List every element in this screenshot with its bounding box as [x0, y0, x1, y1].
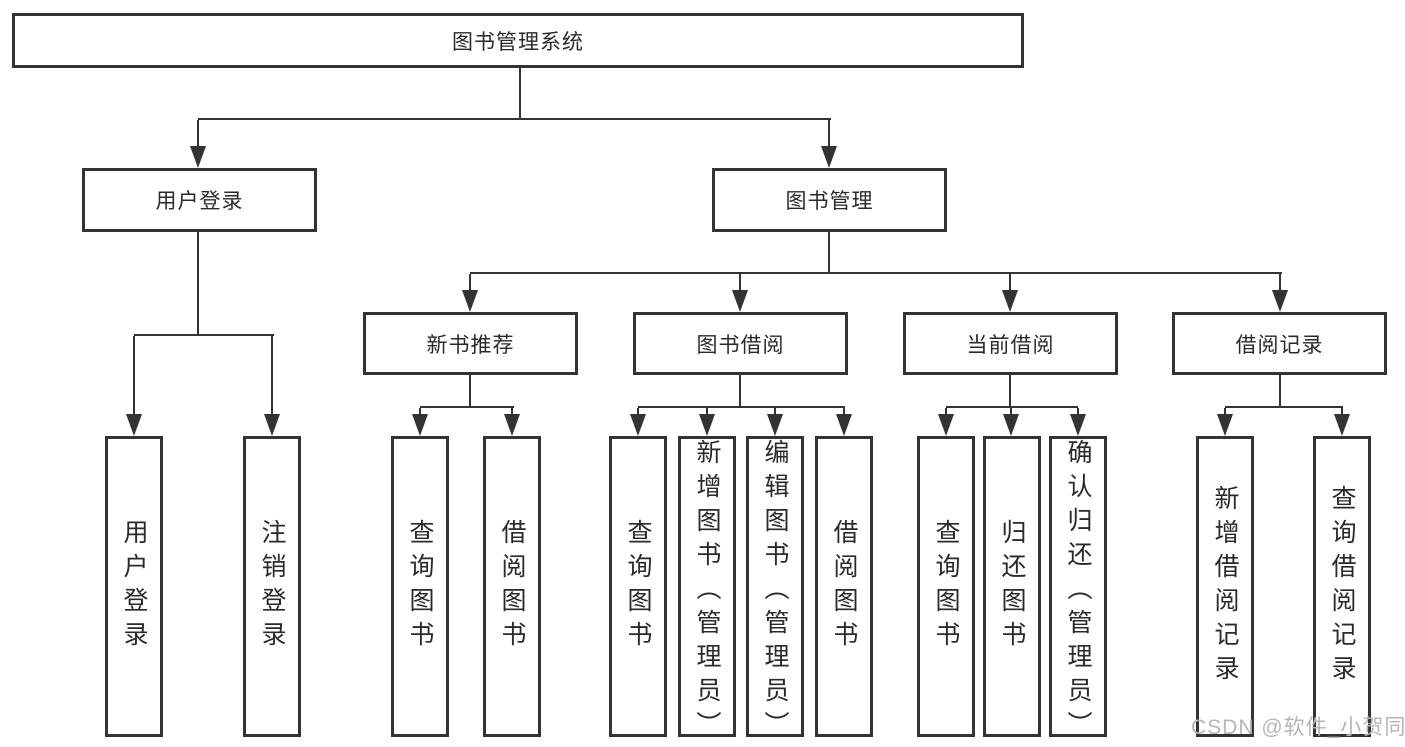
- arrow-down-icon: [264, 336, 280, 436]
- node-book-borrowing: 图书借阅: [633, 312, 848, 375]
- connector-line: [828, 232, 830, 273]
- arrow-down-icon: [938, 408, 954, 436]
- node-new-book-recommend: 新书推荐: [363, 312, 578, 375]
- arrow-down-icon: [699, 408, 715, 436]
- node-current-borrowing: 当前借阅: [903, 312, 1118, 375]
- arrow-down-icon: [412, 408, 428, 436]
- connector-line: [739, 375, 741, 407]
- node-borrowing-records: 借阅记录: [1172, 312, 1387, 375]
- leaf-return-books: 归还图书: [983, 436, 1041, 737]
- leaf-edit-books-admin: 编辑图书（管理员）: [746, 436, 804, 745]
- arrow-down-icon: [190, 120, 206, 168]
- leaf-query-borrow-record: 查询借阅记录: [1313, 436, 1371, 737]
- connector-line: [1225, 406, 1343, 408]
- arrow-down-icon: [504, 408, 520, 436]
- connector-line: [134, 334, 274, 336]
- leaf-borrow-books: 借阅图书: [483, 436, 541, 737]
- leaf-add-borrow-record: 新增借阅记录: [1196, 436, 1254, 737]
- connector-line: [469, 375, 471, 407]
- arrow-down-icon: [821, 120, 837, 168]
- leaf-confirm-return-admin: 确认归还（管理员）: [1049, 436, 1107, 745]
- leaf-borrow-books: 借阅图书: [815, 436, 873, 737]
- arrow-down-icon: [1002, 274, 1018, 312]
- arrow-down-icon: [1070, 408, 1086, 436]
- node-book-management: 图书管理: [712, 168, 947, 232]
- arrow-down-icon: [630, 408, 646, 436]
- leaf-user-login: 用户登录: [105, 436, 163, 737]
- arrow-down-icon: [732, 274, 748, 312]
- arrow-down-icon: [126, 336, 142, 436]
- leaf-query-books: 查询图书: [609, 436, 667, 737]
- arrow-down-icon: [1003, 408, 1019, 436]
- leaf-query-books: 查询图书: [917, 436, 975, 737]
- arrow-down-icon: [1217, 408, 1233, 436]
- connector-line: [470, 272, 1282, 274]
- leaf-logout: 注销登录: [243, 436, 301, 737]
- node-user-login: 用户登录: [82, 168, 317, 232]
- arrow-down-icon: [1334, 408, 1350, 436]
- arrow-down-icon: [1272, 274, 1288, 312]
- connector-line: [1279, 375, 1281, 407]
- connector-line: [198, 118, 831, 120]
- connector-line: [197, 232, 199, 335]
- connector-line: [638, 406, 845, 408]
- connector-line: [420, 406, 514, 408]
- leaf-query-books: 查询图书: [391, 436, 449, 737]
- node-library-management-system: 图书管理系统: [12, 13, 1024, 68]
- arrow-down-icon: [462, 274, 478, 312]
- csdn-watermark: CSDN @软件_小贺同学: [1191, 716, 1405, 739]
- arrow-down-icon: [767, 408, 783, 436]
- arrow-down-icon: [836, 408, 852, 436]
- connector-line: [946, 406, 1078, 408]
- connector-line: [519, 68, 521, 120]
- leaf-add-books-admin: 新增图书（管理员）: [678, 436, 736, 745]
- connector-line: [1009, 375, 1011, 407]
